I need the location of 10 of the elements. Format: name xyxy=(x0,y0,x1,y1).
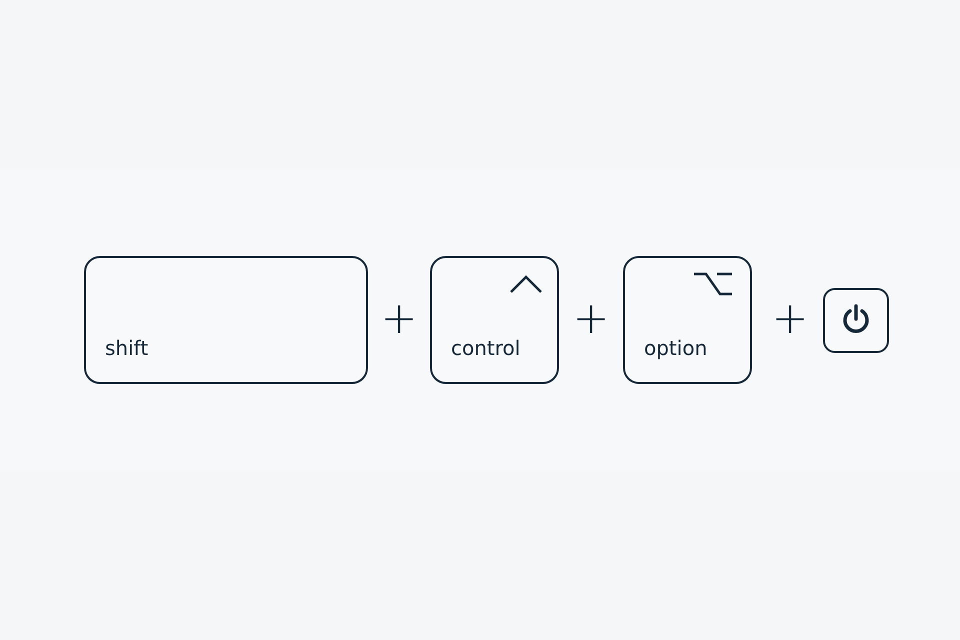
keyboard-key xyxy=(823,288,889,353)
keyboard-key xyxy=(623,256,752,384)
plus-sign: + xyxy=(572,297,610,341)
key-label: control xyxy=(451,336,520,360)
plus-sign: + xyxy=(770,297,810,341)
keyboard-key xyxy=(430,256,559,384)
keyboard-key xyxy=(84,256,368,384)
key-label: option xyxy=(644,336,708,360)
plus-sign: + xyxy=(380,297,418,341)
key-label: shift xyxy=(105,336,148,360)
